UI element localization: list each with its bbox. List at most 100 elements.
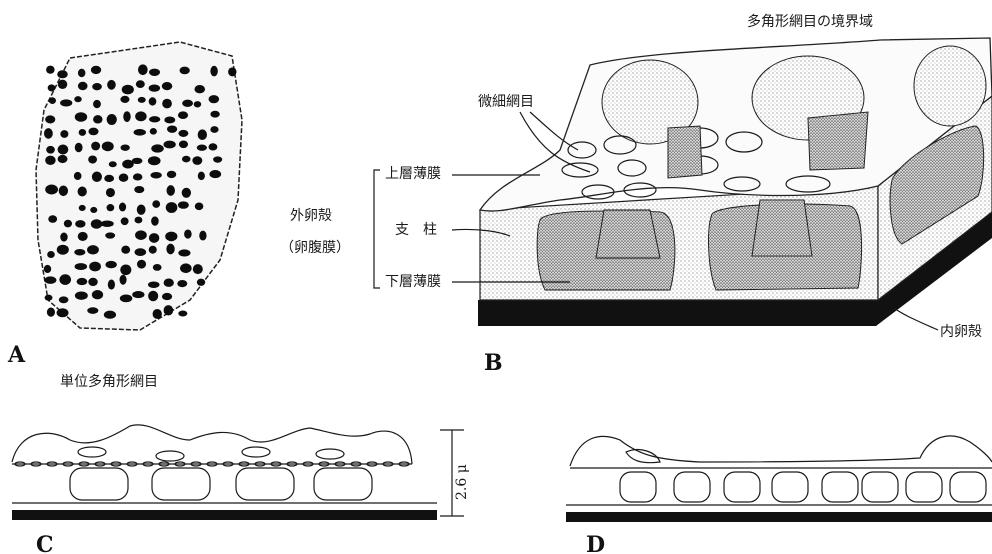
mesh-spot: [88, 155, 97, 163]
label-unit-mesh: 単位多角形網目: [60, 373, 158, 390]
mesh-spot: [121, 217, 129, 225]
mesh-spot: [165, 232, 177, 242]
mesh-spot: [148, 281, 160, 287]
mesh-spot: [49, 97, 56, 104]
d-cell: [620, 472, 656, 502]
c-pore: [242, 447, 270, 457]
mesh-spot: [163, 141, 175, 149]
mesh-spot: [228, 67, 236, 76]
mesh-spot: [109, 161, 117, 167]
mesh-spot: [78, 82, 88, 90]
mesh-spot: [167, 171, 176, 178]
mesh-spot: [104, 311, 116, 319]
mesh-spot: [88, 278, 97, 286]
label-outer-shell: 外卵殻: [290, 208, 332, 224]
mesh-spot: [120, 96, 129, 103]
mesh-spot: [150, 172, 161, 179]
mesh-spot: [199, 231, 206, 241]
mesh-spot: [164, 117, 175, 124]
mesh-spot: [107, 80, 116, 90]
mesh-spot: [149, 84, 160, 91]
label-lower-layer: 下層薄膜: [385, 274, 441, 290]
mesh-spot: [45, 185, 58, 195]
d-small-pore: [626, 450, 660, 463]
mesh-spot: [210, 126, 218, 133]
panel-b-block: [478, 38, 992, 326]
mesh-spot: [57, 308, 69, 317]
mesh-spot: [178, 310, 187, 316]
mesh-spot: [75, 143, 83, 153]
mesh-spot: [107, 114, 117, 125]
pillar: [596, 210, 660, 258]
mesh-spot: [88, 128, 98, 136]
mesh-spot: [195, 203, 203, 211]
mesh-spot: [153, 264, 162, 271]
mesh-spot: [164, 305, 174, 315]
d-cell: [772, 472, 808, 502]
mesh-spot: [182, 156, 190, 163]
mesh-spot: [194, 85, 205, 93]
mesh-spot: [164, 278, 174, 286]
mesh-spot: [134, 186, 144, 193]
mesh-spot: [132, 158, 143, 164]
mesh-spot: [153, 309, 162, 319]
dome: [914, 46, 986, 126]
mesh-spot: [135, 230, 147, 240]
mesh-spot: [104, 175, 114, 182]
mesh-spot: [47, 251, 55, 258]
mesh-spot: [184, 229, 192, 238]
mesh-spot: [179, 140, 188, 148]
mesh-spot: [60, 233, 67, 242]
mesh-spot: [45, 156, 56, 165]
mesh-spot: [90, 207, 97, 213]
d-cells: [620, 472, 986, 502]
panel-label-d: D: [586, 532, 605, 554]
mesh-spot: [78, 69, 85, 77]
mesh-spot: [93, 115, 102, 123]
mesh-spot: [209, 95, 220, 103]
mesh-spot: [57, 245, 69, 255]
mesh-spot: [102, 141, 114, 151]
mesh-spot: [106, 188, 115, 197]
mesh-spot: [192, 156, 202, 165]
mesh-spot: [166, 244, 174, 255]
mesh-spot: [198, 172, 205, 180]
mesh-spot: [58, 155, 68, 163]
mesh-spot: [44, 128, 53, 139]
c-pore: [156, 451, 184, 461]
mesh-spot: [75, 220, 85, 227]
mesh-spot: [148, 291, 158, 302]
mesh-spot: [151, 216, 159, 225]
mesh-spot: [105, 261, 116, 268]
mesh-spot: [209, 170, 221, 178]
c-pore: [316, 449, 344, 459]
mesh-spot: [44, 265, 51, 273]
mesh-spot: [58, 80, 67, 89]
d-cell: [862, 472, 898, 502]
mesh-spot: [59, 186, 68, 197]
mesh-spot: [92, 290, 103, 299]
mesh-spot: [148, 156, 161, 165]
mesh-spot: [178, 130, 188, 137]
mesh-spot: [75, 112, 87, 121]
mesh-spot: [136, 80, 145, 88]
label-boundary-region: 多角形網目の境界域: [747, 13, 873, 30]
mesh-spot: [137, 260, 146, 269]
mesh-spot: [210, 111, 219, 118]
panel-c-section: [12, 425, 437, 520]
label-outer-shell-note: （卵腹膜）: [280, 239, 350, 256]
d-cell: [822, 472, 858, 502]
label-fine-mesh: 微細網目: [478, 94, 534, 110]
mesh-spot: [178, 111, 188, 119]
panel-label-a: A: [7, 342, 26, 368]
mesh-spot: [79, 129, 87, 136]
c-cell: [236, 468, 294, 500]
panel-d-section: [566, 436, 992, 522]
mesh-spot: [182, 100, 193, 107]
mesh-spot: [48, 215, 57, 223]
panel-label-c: C: [36, 532, 54, 554]
mesh-spot: [79, 205, 86, 211]
mesh-spot: [87, 307, 98, 314]
c-cell: [314, 468, 372, 500]
